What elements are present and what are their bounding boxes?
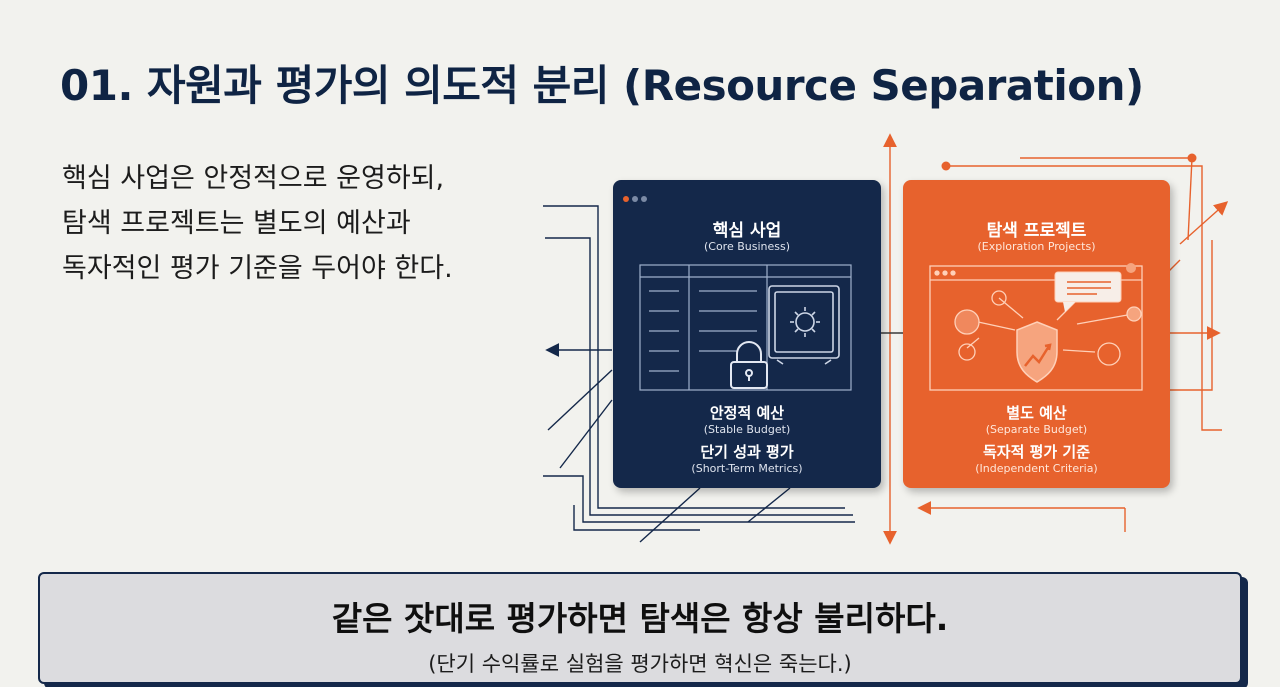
exploration-title-en: (Exploration Projects) [903, 240, 1170, 253]
window-dots-icon [623, 187, 650, 206]
exploration-criteria-en: (Independent Criteria) [903, 462, 1170, 475]
core-business-panel: 핵심 사업 (Core Business) [613, 180, 881, 488]
connector-node [942, 162, 951, 171]
safe-icon [765, 284, 843, 366]
callout-sub-text: (단기 수익률로 실험을 평가하면 혁신은 죽는다.) [40, 648, 1240, 678]
browser-window-icon [927, 260, 1155, 394]
core-budget-en: (Stable Budget) [613, 423, 881, 436]
connector-node [1188, 154, 1197, 163]
callout-main-text: 같은 잣대로 평가하면 탐색은 항상 불리하다. [40, 592, 1240, 640]
chat-bubble-icon [1055, 272, 1121, 312]
key-message-callout: 같은 잣대로 평가하면 탐색은 항상 불리하다. (단기 수익률로 실험을 평가… [38, 572, 1242, 684]
core-metric: 단기 성과 평가 [613, 441, 881, 462]
core-metric-en: (Short-Term Metrics) [613, 462, 881, 475]
exploration-panel: 탐색 프로젝트 (Exploration Projects) [903, 180, 1170, 488]
core-budget: 안정적 예산 [613, 402, 881, 423]
exploration-budget: 별도 예산 [903, 402, 1170, 423]
core-title-en: (Core Business) [613, 240, 881, 253]
exploration-budget-en: (Separate Budget) [903, 423, 1170, 436]
core-title: 핵심 사업 [613, 216, 881, 241]
exploration-title: 탐색 프로젝트 [903, 216, 1170, 241]
padlock-icon [727, 340, 771, 392]
shield-growth-icon [1017, 322, 1057, 382]
exploration-criteria: 독자적 평가 기준 [903, 441, 1170, 462]
